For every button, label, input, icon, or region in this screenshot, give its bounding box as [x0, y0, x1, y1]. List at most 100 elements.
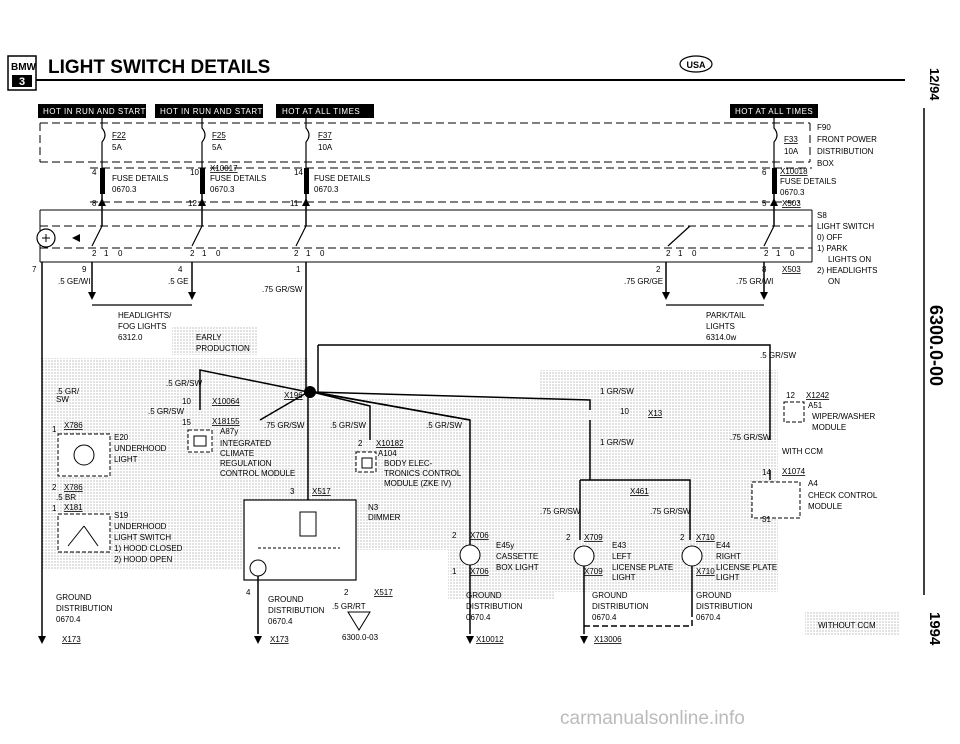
svg-text:X517: X517	[312, 487, 331, 496]
svg-text:X709: X709	[584, 567, 603, 576]
svg-text:2: 2	[358, 439, 363, 448]
svg-text:1: 1	[202, 249, 207, 258]
svg-text:E45y: E45y	[496, 541, 514, 550]
svg-text:12: 12	[188, 199, 197, 208]
svg-text:2) HOOD OPEN: 2) HOOD OPEN	[114, 555, 172, 564]
svg-text:.5 GR/SW: .5 GR/SW	[166, 379, 202, 388]
svg-text:10A: 10A	[318, 143, 333, 152]
svg-text:6: 6	[762, 168, 767, 177]
distribution-wires	[199, 344, 771, 545]
svg-text:WITH CCM: WITH CCM	[782, 447, 823, 456]
svg-text:INTEGRATED: INTEGRATED	[220, 439, 271, 448]
svg-text:X517: X517	[374, 588, 393, 597]
svg-text:LICENSE PLATE: LICENSE PLATE	[612, 563, 673, 572]
svg-text:3: 3	[290, 487, 295, 496]
usa-badge	[679, 55, 713, 73]
svg-text:GROUND: GROUND	[56, 593, 92, 602]
without-ccm-region	[805, 612, 899, 636]
svg-text:0670.4: 0670.4	[466, 613, 491, 622]
svg-text:2: 2	[656, 265, 661, 274]
svg-text:F90: F90	[817, 123, 831, 132]
svg-text:0670.3: 0670.3	[314, 185, 339, 194]
svg-text:8: 8	[92, 199, 97, 208]
svg-text:A87y: A87y	[220, 427, 238, 436]
svg-text:CASSETTE: CASSETTE	[496, 552, 538, 561]
svg-text:1: 1	[52, 425, 57, 434]
svg-text:2) HEADLIGHTS: 2) HEADLIGHTS	[817, 266, 877, 275]
svg-text:SW: SW	[56, 395, 69, 404]
svg-text:0670.4: 0670.4	[592, 613, 617, 622]
headlights-ref: HEADLIGHTS/ FOG LIGHTS 6312.0 EARLY PROD…	[118, 311, 250, 353]
fuse-f25: F25 5A	[201, 118, 226, 168]
svg-text:2: 2	[344, 588, 349, 597]
svg-text:X706: X706	[470, 567, 489, 576]
svg-text:GROUND: GROUND	[268, 595, 304, 604]
svg-text:.5 GR/SW: .5 GR/SW	[426, 421, 462, 430]
svg-text:X10018: X10018	[780, 167, 808, 176]
svg-text:FRONT POWER: FRONT POWER	[817, 135, 877, 144]
svg-text:MODULE (ZKE IV): MODULE (ZKE IV)	[384, 479, 451, 488]
svg-text:TRONICS CONTROL: TRONICS CONTROL	[384, 469, 462, 478]
svg-text:0670.3: 0670.3	[112, 185, 137, 194]
svg-text:PARK/TAIL: PARK/TAIL	[706, 311, 746, 320]
svg-text:E44: E44	[716, 541, 731, 550]
ground-4: GROUND DISTRIBUTION 0670.4 X13006	[592, 591, 649, 644]
svg-text:X173: X173	[270, 635, 289, 644]
svg-text:2: 2	[680, 533, 685, 542]
power-bars: HOT IN RUN AND START HOT IN RUN AND STAR…	[38, 104, 818, 118]
svg-text:6314.0w: 6314.0w	[706, 333, 736, 342]
svg-text:2: 2	[190, 249, 195, 258]
svg-text:UNDERHOOD: UNDERHOOD	[114, 522, 167, 531]
svg-text:.75 GR/SW: .75 GR/SW	[540, 507, 581, 516]
svg-text:X706: X706	[470, 531, 489, 540]
ground-3: GROUND DISTRIBUTION 0670.4 X10012	[466, 591, 523, 644]
svg-text:DIMMER: DIMMER	[368, 513, 401, 522]
ground-1: GROUND DISTRIBUTION 0670.4 X173	[56, 593, 113, 644]
svg-text:X710: X710	[696, 567, 715, 576]
svg-text:EARLY: EARLY	[196, 333, 222, 342]
svg-text:DISTRIBUTION: DISTRIBUTION	[696, 602, 753, 611]
light-switch: 2 1 0 2 1 0 2 1 0 2 1 0 2 1 0 S8 LIGHT S…	[36, 211, 877, 286]
svg-text:DISTRIBUTION: DISTRIBUTION	[466, 602, 523, 611]
svg-text:0670.3: 0670.3	[210, 185, 235, 194]
svg-text:.75 GR/SW: .75 GR/SW	[650, 507, 691, 516]
svg-text:FUSE DETAILS: FUSE DETAILS	[780, 177, 836, 186]
svg-text:.5 GE: .5 GE	[168, 277, 188, 286]
svg-text:RIGHT: RIGHT	[716, 552, 741, 561]
svg-text:LIGHTS: LIGHTS	[706, 322, 735, 331]
svg-text:A4: A4	[808, 479, 818, 488]
svg-text:1 GR/SW: 1 GR/SW	[600, 387, 634, 396]
svg-text:.5 BR: .5 BR	[56, 493, 76, 502]
side-doc-number: 6300.0-00	[926, 305, 946, 386]
svg-text:0670.3: 0670.3	[780, 188, 805, 197]
svg-text:.5 GR/: .5 GR/	[56, 387, 80, 396]
svg-text:1) HOOD CLOSED: 1) HOOD CLOSED	[114, 544, 183, 553]
svg-text:0: 0	[692, 249, 697, 258]
svg-text:GROUND: GROUND	[466, 591, 502, 600]
svg-text:LIGHTS ON: LIGHTS ON	[828, 255, 871, 264]
svg-text:0670.4: 0670.4	[696, 613, 721, 622]
svg-text:X13006: X13006	[594, 635, 622, 644]
svg-text:X10017: X10017	[210, 164, 238, 173]
svg-text:2: 2	[92, 249, 97, 258]
svg-text:10A: 10A	[784, 147, 799, 156]
svg-text:.75 GR/SW: .75 GR/SW	[262, 285, 303, 294]
grounds: GROUND DISTRIBUTION 0670.4 X173 GROUND D…	[38, 565, 753, 644]
svg-text:4: 4	[246, 588, 251, 597]
fuse-f37: F37 10A	[305, 118, 333, 168]
underhood-light: .5 GR/ SW 1 X786 E20 UNDERHOOD LIGHT 2 X…	[52, 387, 183, 564]
svg-text:LIGHT SWITCH: LIGHT SWITCH	[114, 533, 171, 542]
svg-text:LEFT: LEFT	[612, 552, 632, 561]
dimmer: 3 X517 N3 DIMMER 4 2 X517 .5 GR/RT 6300.…	[243, 487, 401, 642]
power-bar-2: HOT IN RUN AND START	[160, 107, 263, 116]
svg-text:DISTRIBUTION: DISTRIBUTION	[817, 147, 874, 156]
svg-text:ON: ON	[828, 277, 840, 286]
body-electronics-module: 2 X10182 A104 BODY ELEC- TRONICS CONTROL…	[355, 439, 462, 488]
svg-text:1) PARK: 1) PARK	[817, 244, 848, 253]
svg-text:0) OFF: 0) OFF	[817, 233, 842, 242]
svg-text:F33: F33	[784, 135, 798, 144]
svg-text:DISTRIBUTION: DISTRIBUTION	[592, 602, 649, 611]
svg-text:6300.0-03: 6300.0-03	[342, 633, 379, 642]
early-production-box	[172, 327, 258, 355]
